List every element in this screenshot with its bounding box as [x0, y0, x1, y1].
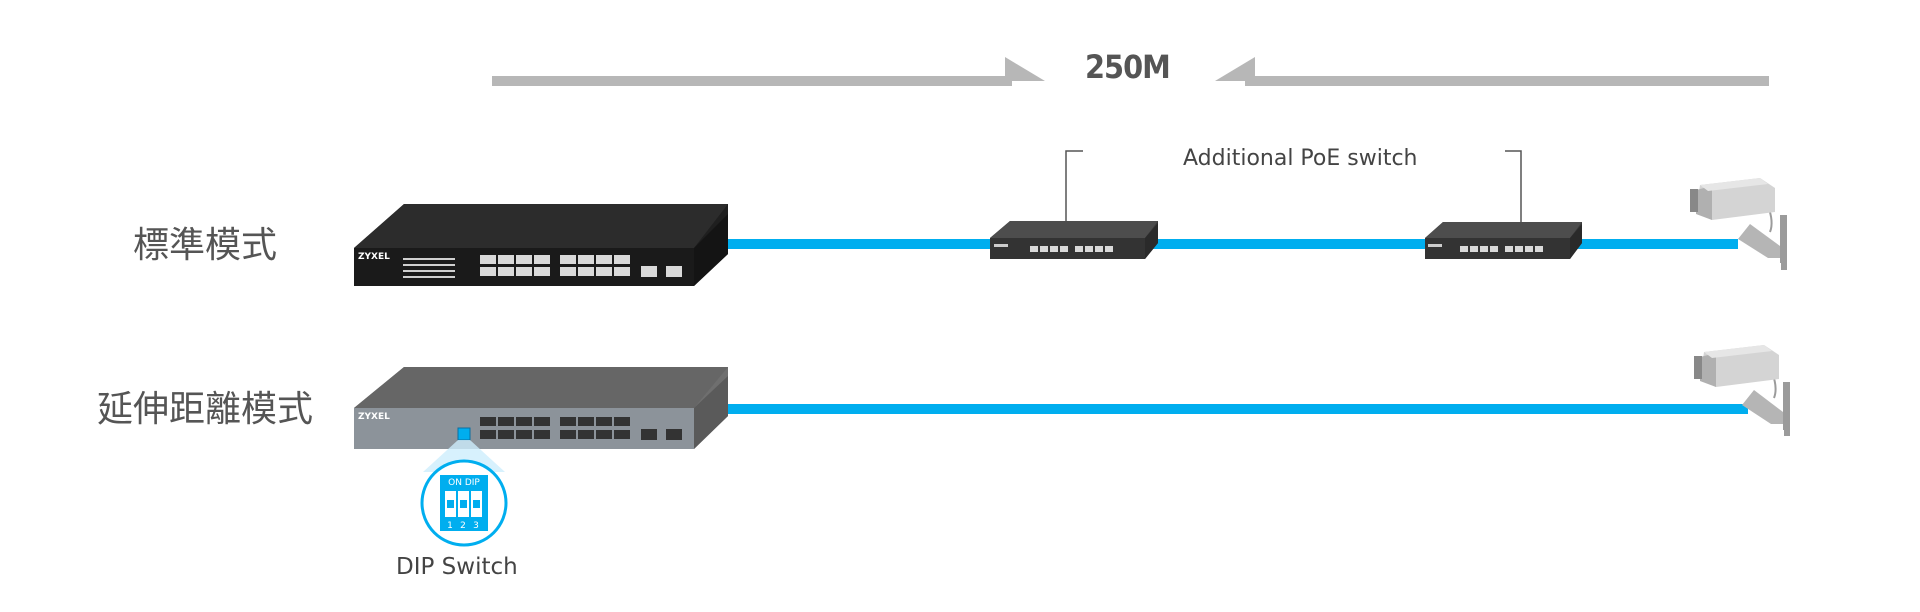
extended-mode-label: 延伸距離模式: [97, 389, 314, 430]
distance-label: 250M: [1085, 48, 1171, 86]
extended-mode-row: ZYXEL ON DIP: [354, 345, 1790, 547]
additional-poe-switch-icon: [990, 221, 1158, 259]
dip-on-label: ON DIP: [448, 478, 480, 488]
main-poe-switch-icon: ZYXEL: [354, 204, 728, 286]
distance-arrows: [492, 57, 1769, 86]
brand-logo: ZYXEL: [358, 252, 390, 262]
dip-position-3: 3: [473, 521, 479, 531]
ip-camera-icon: [1690, 178, 1787, 270]
standard-mode-row: ZYXEL: [354, 178, 1787, 286]
standard-mode-cable: [726, 239, 1738, 249]
additional-switch-callout: [1065, 150, 1522, 227]
extended-mode-cable: [726, 404, 1748, 414]
left-arrow: [492, 57, 1045, 86]
ip-camera-icon: [1694, 345, 1790, 436]
dip-switch-icon: ON DIP 1 2 3: [420, 440, 508, 547]
extended-poe-switch-icon: ZYXEL: [354, 367, 728, 449]
additional-switch-label: Additional PoE switch: [1183, 146, 1418, 171]
standard-mode-label: 標準模式: [133, 225, 278, 266]
additional-poe-switch-icon: [1425, 222, 1582, 259]
dip-position-1: 1: [447, 521, 453, 531]
dip-switch-label: DIP Switch: [396, 554, 518, 580]
brand-logo: ZYXEL: [358, 412, 390, 422]
dip-position-2: 2: [460, 521, 466, 531]
dip-switch-indicator: [457, 427, 471, 441]
right-arrow: [1215, 57, 1769, 86]
